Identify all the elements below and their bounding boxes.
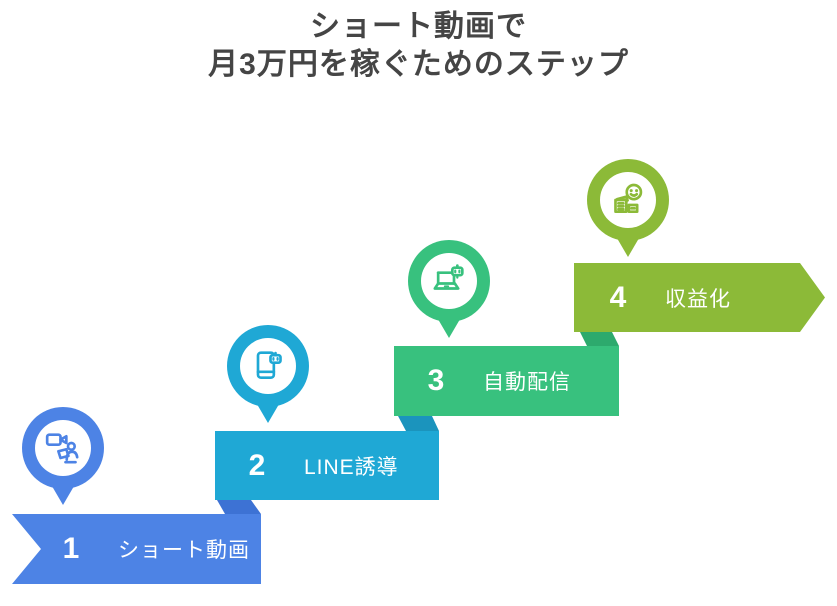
page-title: ショート動画で 月3万円を稼ぐためのステップ [0,8,837,84]
step-label: LINE誘導 [304,455,399,479]
step-number: 2 [248,448,266,482]
laptop-bot-icon [433,264,464,290]
pin-inner-circle [421,253,477,309]
page-title-line1: ショート動画で [310,10,527,43]
step-number: 1 [62,532,80,565]
step-banner-2: 2 LINE誘導 [215,431,439,500]
smartphone-bot-icon [256,351,282,379]
page-title-line2: 月3万円を稼ぐためのステップ [208,48,629,81]
pin-inner-circle [35,420,91,476]
ribbon-fold-3 [580,332,619,346]
step-number: 3 [427,364,445,397]
pin-step-3 [408,240,490,346]
pin-pointer [49,481,77,505]
step-label: 自動配信 [483,371,571,394]
money-smile-icon [614,183,643,213]
video-creator-icon [45,433,79,464]
step-label: ショート動画 [118,539,250,562]
pin-step-1 [22,407,104,513]
step-banner-3: 3 自動配信 [394,346,619,416]
ribbon-fold-1 [217,500,261,514]
ribbon-fold-2 [398,416,439,431]
step-banner-1: 1 ショート動画 [12,514,261,584]
step-banner-4: 4 収益化 [574,263,825,332]
pin-pointer [614,233,642,257]
pin-pointer [435,314,463,338]
step-label: 収益化 [665,287,731,311]
pin-step-4 [587,159,669,265]
step-number: 4 [609,280,627,314]
pin-inner-circle [600,172,656,228]
pin-pointer [254,399,282,423]
pin-step-2 [227,325,309,431]
pin-inner-circle [240,338,296,394]
